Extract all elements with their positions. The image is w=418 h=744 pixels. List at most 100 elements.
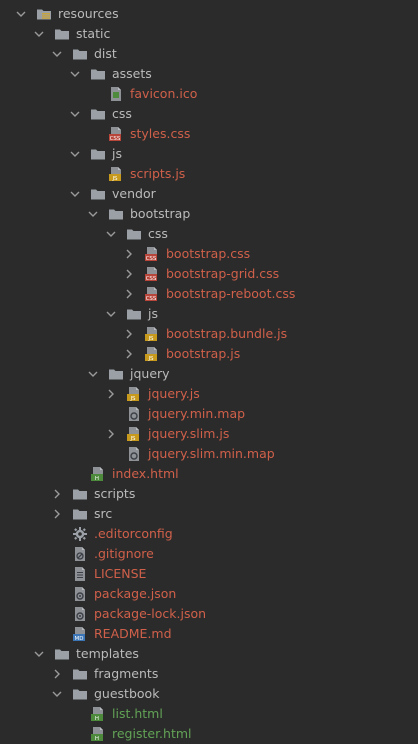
tree-file-jquery-js[interactable]: JS jquery.js <box>0 384 418 404</box>
map-file-icon <box>126 406 142 422</box>
chevron-down-icon[interactable] <box>50 44 64 64</box>
chevron-down-icon[interactable] <box>68 144 82 164</box>
folder-icon <box>72 686 88 702</box>
tree-folder-vendor[interactable]: vendor <box>0 184 418 204</box>
tree-item-label: jquery.slim.min.map <box>148 446 275 461</box>
css-file-icon: CSS <box>144 246 160 262</box>
tree-folder-css[interactable]: css <box>0 224 418 244</box>
chevron-down-icon[interactable] <box>50 684 64 704</box>
tree-folder-guestbook[interactable]: guestbook <box>0 684 418 704</box>
tree-file-favicon-ico[interactable]: favicon.ico <box>0 84 418 104</box>
tree-folder-resources[interactable]: resources <box>0 4 418 24</box>
tree-file-editorconfig[interactable]: .editorconfig <box>0 524 418 544</box>
js-file-icon: JS <box>126 426 142 442</box>
tree-folder-fragments[interactable]: fragments <box>0 664 418 684</box>
js-file-icon: JS <box>126 386 142 402</box>
chevron-right-icon[interactable] <box>122 244 136 264</box>
chevron-right-icon[interactable] <box>50 484 64 504</box>
chevron-right-icon[interactable] <box>122 264 136 284</box>
chevron-right-icon[interactable] <box>122 284 136 304</box>
js-file-icon: JS <box>144 326 160 342</box>
js-file-icon: JS <box>144 346 160 362</box>
chevron-right-icon[interactable] <box>122 344 136 364</box>
tree-item-label: .editorconfig <box>94 526 173 541</box>
tree-file-jquery-slim-min-map[interactable]: jquery.slim.min.map <box>0 444 418 464</box>
tree-folder-assets[interactable]: assets <box>0 64 418 84</box>
tree-folder-jquery[interactable]: jquery <box>0 364 418 384</box>
tree-folder-js[interactable]: js <box>0 144 418 164</box>
svg-text:CSS: CSS <box>146 276 157 282</box>
css-file-icon: CSS <box>108 126 124 142</box>
tree-item-label: templates <box>76 646 139 661</box>
tree-item-label: jquery.js <box>148 386 200 401</box>
chevron-right-icon[interactable] <box>104 424 118 444</box>
chevron-down-icon[interactable] <box>14 4 28 24</box>
chevron-down-icon[interactable] <box>68 64 82 84</box>
tree-item-label: jquery.min.map <box>148 406 246 421</box>
chevron-down-icon[interactable] <box>32 644 46 664</box>
chevron-down-icon[interactable] <box>68 184 82 204</box>
tree-folder-dist[interactable]: dist <box>0 44 418 64</box>
tree-item-label: bootstrap.js <box>166 346 241 361</box>
tree-file-bootstrap-js[interactable]: JS bootstrap.js <box>0 344 418 364</box>
tree-item-label: package-lock.json <box>94 606 207 621</box>
folder-icon <box>72 666 88 682</box>
tree-folder-templates[interactable]: templates <box>0 644 418 664</box>
chevron-down-icon[interactable] <box>68 104 82 124</box>
folder-icon <box>54 646 70 662</box>
folder-icon <box>72 506 88 522</box>
tree-folder-static[interactable]: static <box>0 24 418 44</box>
chevron-right-icon[interactable] <box>104 384 118 404</box>
tree-item-label: styles.css <box>130 126 191 141</box>
svg-text:JS: JS <box>129 436 136 442</box>
chevron-right-icon[interactable] <box>122 324 136 344</box>
folder-icon <box>72 46 88 62</box>
folder-icon <box>108 206 124 222</box>
tree-folder-css[interactable]: css <box>0 104 418 124</box>
html-file-icon: H <box>90 726 106 742</box>
tree-file-license[interactable]: LICENSE <box>0 564 418 584</box>
chevron-right-icon[interactable] <box>50 504 64 524</box>
tree-item-label: .gitignore <box>94 546 154 561</box>
tree-item-label: resources <box>58 6 119 21</box>
tree-folder-scripts[interactable]: scripts <box>0 484 418 504</box>
tree-folder-bootstrap[interactable]: bootstrap <box>0 204 418 224</box>
chevron-down-icon[interactable] <box>32 24 46 44</box>
tree-item-label: src <box>94 506 113 521</box>
tree-item-label: jquery <box>130 366 170 381</box>
svg-text:JS: JS <box>147 336 154 342</box>
folder-icon <box>90 186 106 202</box>
tree-file-package-lock-json[interactable]: package-lock.json <box>0 604 418 624</box>
tree-item-label: bootstrap-reboot.css <box>166 286 296 301</box>
tree-file-jquery-min-map[interactable]: jquery.min.map <box>0 404 418 424</box>
tree-file-styles-css[interactable]: CSS styles.css <box>0 124 418 144</box>
tree-item-label: bootstrap-grid.css <box>166 266 280 281</box>
image-file-icon <box>108 86 124 102</box>
svg-text:H: H <box>95 716 99 722</box>
tree-folder-js[interactable]: js <box>0 304 418 324</box>
tree-item-label: js <box>112 146 122 161</box>
tree-folder-src[interactable]: src <box>0 504 418 524</box>
tree-file-package-json[interactable]: package.json <box>0 584 418 604</box>
css-file-icon: CSS <box>144 266 160 282</box>
chevron-right-icon[interactable] <box>50 664 64 684</box>
svg-text:H: H <box>95 736 99 742</box>
tree-file-gitignore[interactable]: .gitignore <box>0 544 418 564</box>
chevron-down-icon[interactable] <box>104 224 118 244</box>
tree-file-bootstrap-grid-css[interactable]: CSS bootstrap-grid.css <box>0 264 418 284</box>
tree-item-label: index.html <box>112 466 179 481</box>
chevron-down-icon[interactable] <box>86 364 100 384</box>
resources-folder-icon <box>36 6 52 22</box>
chevron-down-icon[interactable] <box>86 204 100 224</box>
chevron-down-icon[interactable] <box>104 304 118 324</box>
